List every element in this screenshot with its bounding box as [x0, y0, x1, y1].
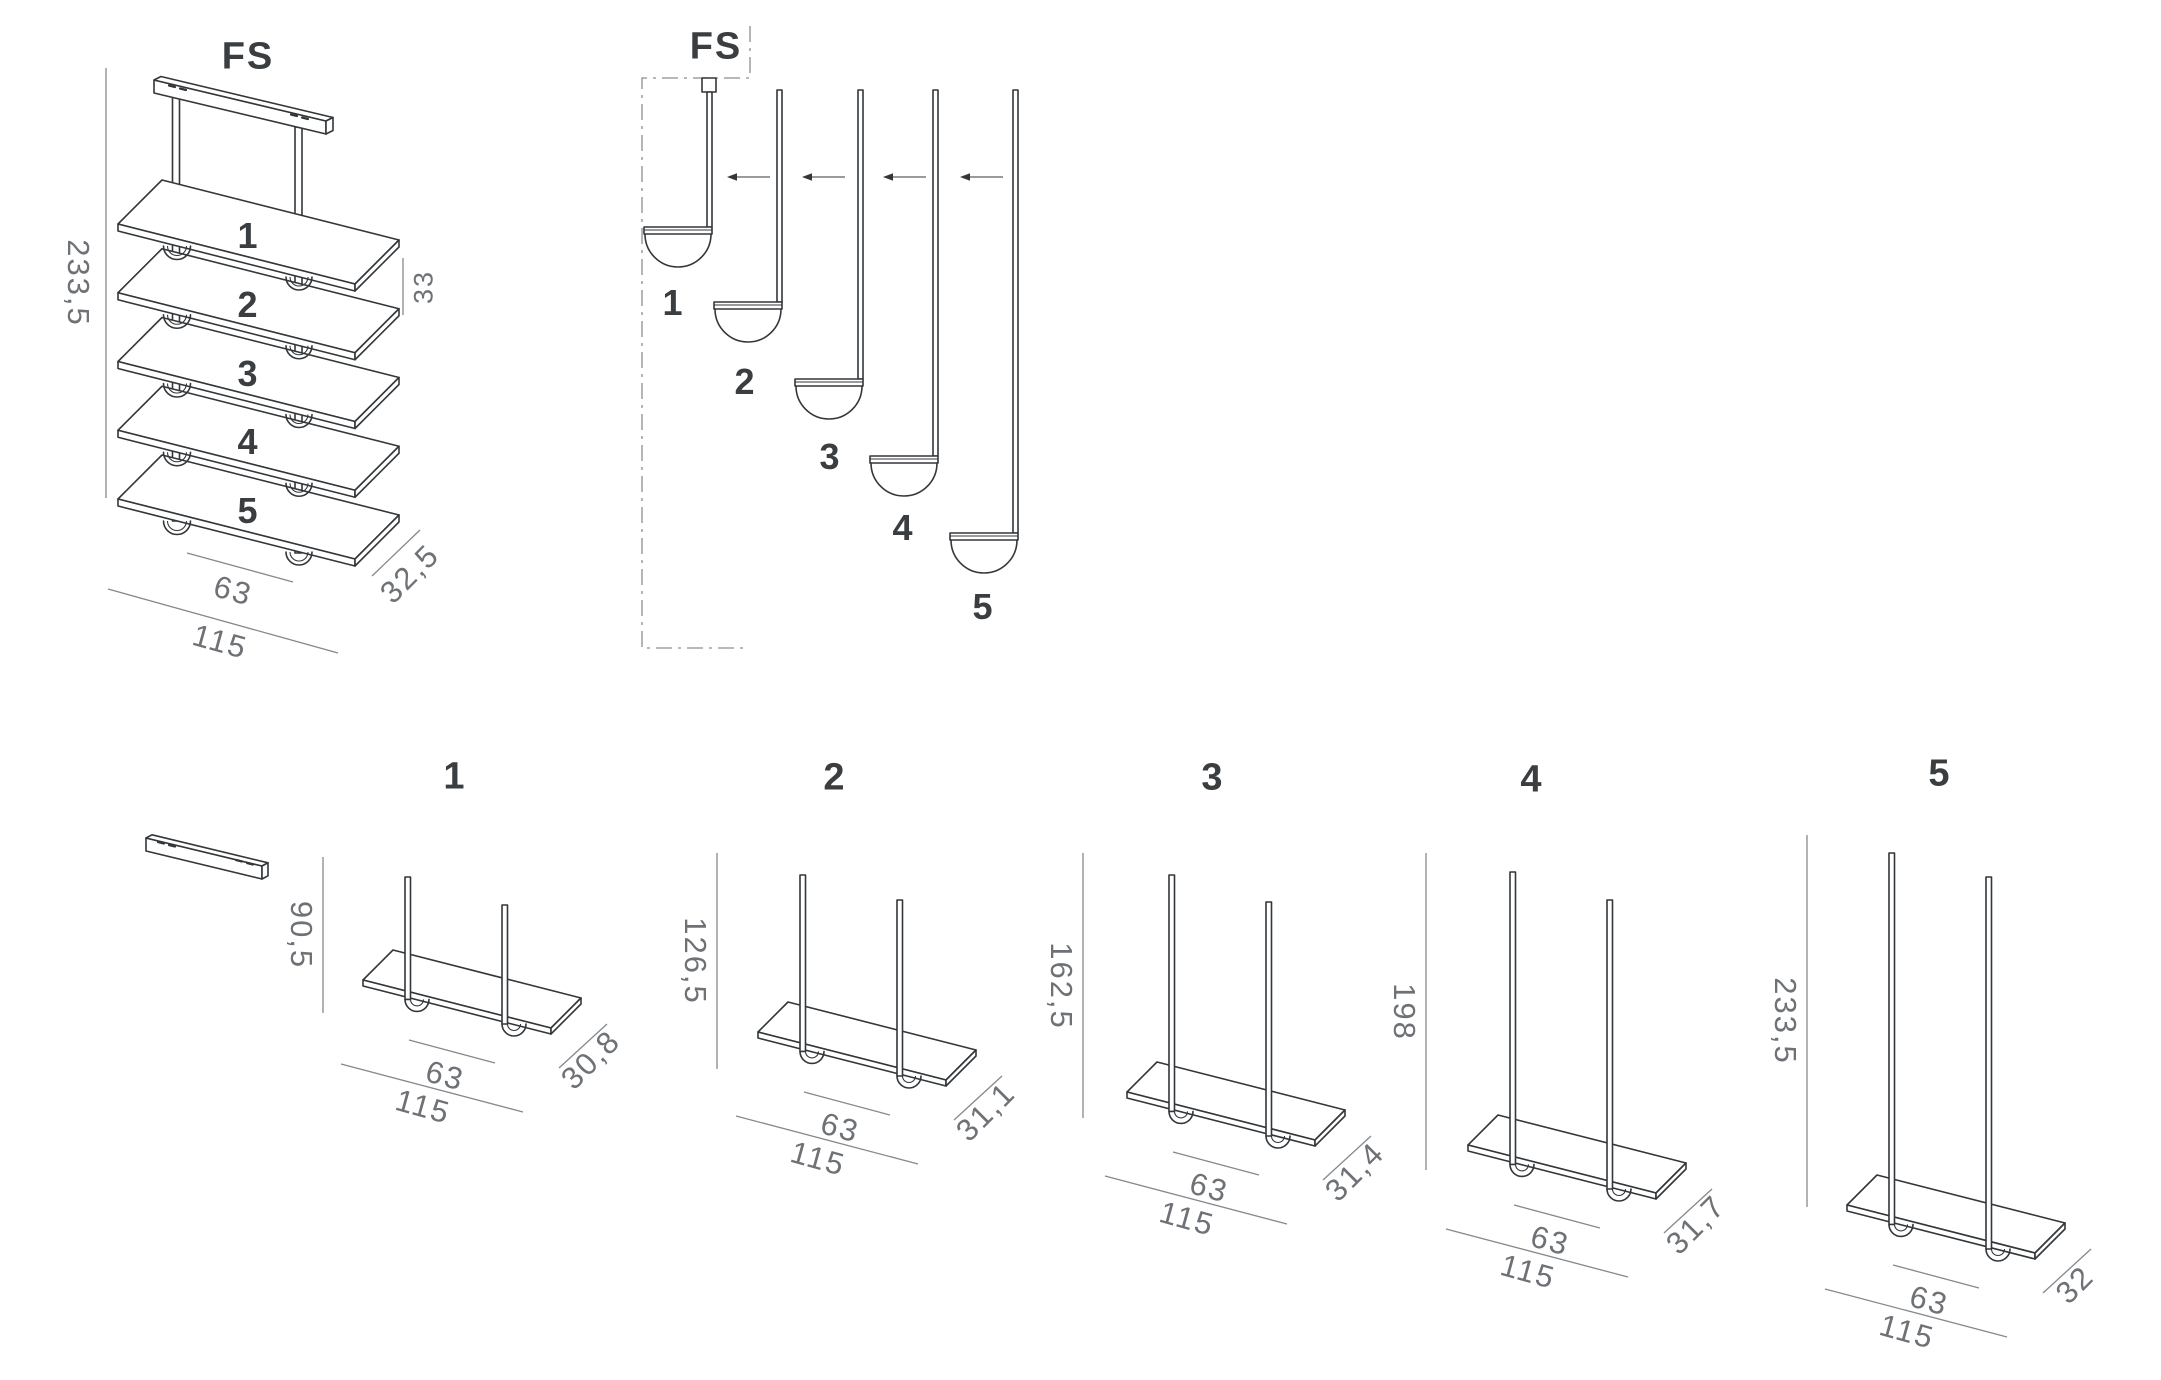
side-hook-number-5: 5 — [972, 586, 994, 627]
config-1-label: 1 — [443, 755, 467, 798]
front-shelf-number-1: 1 — [237, 215, 259, 256]
front-shelf-number-2: 2 — [237, 284, 259, 325]
config-3-height-dim: 162,5 — [1044, 942, 1079, 1030]
side-hook-number-3: 3 — [819, 436, 841, 477]
side-view-label: FS — [689, 25, 743, 68]
front-shelf-number-3: 3 — [237, 353, 259, 394]
config-4-height-dim: 198 — [1387, 983, 1422, 1041]
front-height-dim: 233,5 — [61, 239, 96, 327]
front-view-label: FS — [221, 35, 275, 78]
config-4-label: 4 — [1520, 758, 1544, 801]
front-shelf-number-4: 4 — [237, 421, 259, 462]
front-spacing-dim: 33 — [408, 269, 439, 305]
side-hook-number-2: 2 — [734, 361, 756, 402]
side-hook-number-4: 4 — [892, 507, 914, 548]
config-3-label: 3 — [1201, 756, 1225, 799]
front-shelf-number-5: 5 — [237, 490, 259, 531]
config-1-height-dim: 90,5 — [284, 900, 319, 970]
config-5-height-dim: 233,5 — [1768, 977, 1803, 1065]
side-hook-number-1: 1 — [662, 282, 684, 323]
config-2-label: 2 — [823, 756, 847, 799]
config-5-label: 5 — [1928, 752, 1952, 795]
config-2-height-dim: 126,5 — [678, 917, 713, 1005]
